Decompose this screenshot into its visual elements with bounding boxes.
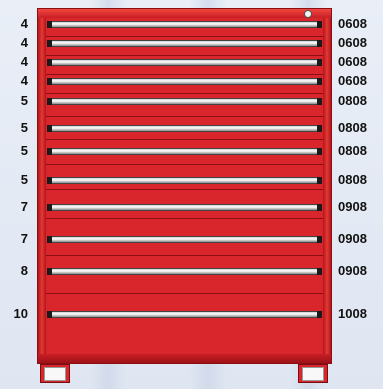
drawer-model-label: 0908 bbox=[338, 263, 367, 278]
drawer bbox=[46, 117, 323, 140]
drawer bbox=[46, 165, 323, 190]
lock-icon bbox=[304, 10, 312, 18]
handle-end-cap bbox=[47, 268, 52, 275]
drawer bbox=[46, 219, 323, 256]
handle-end-cap bbox=[317, 268, 322, 275]
drawer-handle bbox=[47, 268, 322, 275]
handle-end-cap bbox=[47, 204, 52, 211]
drawer-height-label: 4 bbox=[20, 35, 28, 50]
drawer-handle bbox=[47, 311, 322, 318]
drawer-height-label: 5 bbox=[20, 120, 28, 135]
handle-end-cap bbox=[47, 98, 52, 105]
drawer-height-label: 4 bbox=[20, 54, 28, 69]
drawer-model-label: 0808 bbox=[338, 172, 367, 187]
drawer-model-label: 0908 bbox=[338, 199, 367, 214]
drawer-handle bbox=[47, 177, 322, 184]
drawer bbox=[46, 56, 323, 75]
handle-end-cap bbox=[317, 236, 322, 243]
handle-end-cap bbox=[47, 177, 52, 184]
handle-end-cap bbox=[317, 21, 322, 28]
drawer-height-label: 5 bbox=[20, 172, 28, 187]
handle-end-cap bbox=[47, 78, 52, 85]
drawer-model-label: 0608 bbox=[338, 16, 367, 31]
handle-end-cap bbox=[317, 148, 322, 155]
drawer bbox=[46, 294, 323, 356]
handle-end-cap bbox=[47, 21, 52, 28]
drawer-model-label: 0808 bbox=[338, 93, 367, 108]
foot-pad bbox=[44, 367, 66, 381]
handle-end-cap bbox=[317, 204, 322, 211]
drawer-handle bbox=[47, 204, 322, 211]
drawer bbox=[46, 140, 323, 165]
drawer-model-label: 0808 bbox=[338, 143, 367, 158]
drawer-height-label: 4 bbox=[20, 16, 28, 31]
handle-end-cap bbox=[317, 177, 322, 184]
drawer-handle bbox=[47, 78, 322, 85]
drawer-handle bbox=[47, 236, 322, 243]
drawer-height-label: 7 bbox=[20, 231, 28, 246]
drawer-model-label: 0608 bbox=[338, 54, 367, 69]
drawer bbox=[46, 190, 323, 219]
cabinet-base bbox=[38, 354, 331, 363]
handle-end-cap bbox=[47, 59, 52, 66]
drawer-height-label: 5 bbox=[20, 93, 28, 108]
handle-end-cap bbox=[47, 125, 52, 132]
foot-pad bbox=[302, 367, 324, 381]
handle-end-cap bbox=[47, 236, 52, 243]
handle-end-cap bbox=[317, 125, 322, 132]
drawer-cabinet bbox=[37, 8, 332, 364]
drawer bbox=[46, 256, 323, 294]
cabinet-foot-right bbox=[298, 364, 328, 383]
handle-end-cap bbox=[47, 40, 52, 47]
drawer-model-label: 0808 bbox=[338, 120, 367, 135]
drawer-handle bbox=[47, 148, 322, 155]
drawer-height-label: 10 bbox=[13, 306, 28, 321]
drawer-height-label: 7 bbox=[20, 199, 28, 214]
drawer-handle bbox=[47, 59, 322, 66]
drawer-model-label: 0608 bbox=[338, 35, 367, 50]
drawer bbox=[46, 75, 323, 94]
handle-end-cap bbox=[317, 98, 322, 105]
drawer-height-label: 4 bbox=[20, 73, 28, 88]
cabinet-right-side bbox=[322, 18, 331, 354]
cabinet-foot-left bbox=[40, 364, 70, 383]
handle-end-cap bbox=[317, 78, 322, 85]
drawer-handle bbox=[47, 40, 322, 47]
drawer-height-label: 5 bbox=[20, 143, 28, 158]
drawer-model-label: 1008 bbox=[338, 306, 367, 321]
handle-end-cap bbox=[317, 311, 322, 318]
drawer-height-label: 8 bbox=[20, 263, 28, 278]
drawer bbox=[46, 94, 323, 117]
drawer bbox=[46, 37, 323, 56]
drawer-handle bbox=[47, 21, 322, 28]
drawer-model-label: 0608 bbox=[338, 73, 367, 88]
drawer-model-label: 0908 bbox=[338, 231, 367, 246]
handle-end-cap bbox=[317, 40, 322, 47]
handle-end-cap bbox=[317, 59, 322, 66]
drawer-handle bbox=[47, 98, 322, 105]
drawer bbox=[46, 18, 323, 37]
handle-end-cap bbox=[47, 148, 52, 155]
drawer-handle bbox=[47, 125, 322, 132]
handle-end-cap bbox=[47, 311, 52, 318]
